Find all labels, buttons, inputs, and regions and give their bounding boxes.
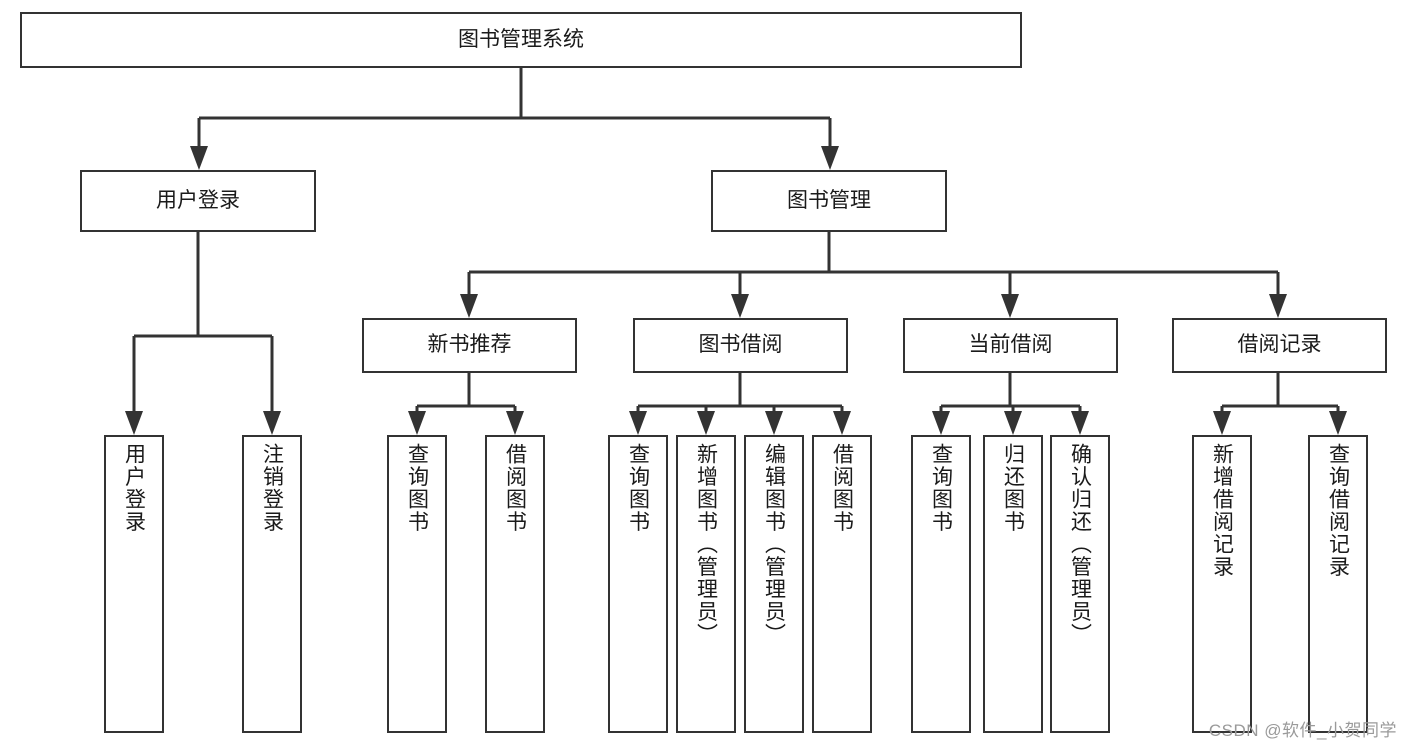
arrow-head-borrow-fan-1 bbox=[697, 411, 715, 435]
node-label: 借阅记录 bbox=[1237, 333, 1322, 357]
arrow-head-record-fan-1 bbox=[1329, 411, 1347, 435]
node-root[interactable]: 图书管理系统 bbox=[20, 12, 1022, 68]
node-label: 查询借阅记录 bbox=[1326, 443, 1350, 578]
arrow-head-record-fan-0 bbox=[1213, 411, 1231, 435]
watermark-text: CSDN @软件_小贺同学 bbox=[1208, 721, 1397, 740]
arrow-head-login-fan-1 bbox=[263, 411, 281, 435]
node-bookmgmt[interactable]: 图书管理 bbox=[711, 170, 947, 232]
node-label: 确认归还（管理员） bbox=[1068, 443, 1092, 646]
node-label: 编辑图书（管理员） bbox=[762, 443, 786, 646]
arrow-head-newbook-fan-1 bbox=[506, 411, 524, 435]
node-label: 当前借阅 bbox=[968, 333, 1053, 357]
node-record[interactable]: 借阅记录 bbox=[1172, 318, 1387, 373]
arrow-head-bookmgmt-fan-0 bbox=[460, 294, 478, 318]
node-label: 图书管理 bbox=[787, 188, 871, 212]
node-label: 注销登录 bbox=[260, 443, 284, 533]
node-leaf-new-1[interactable]: 查询图书 bbox=[387, 435, 447, 733]
node-leaf-rec-2[interactable]: 查询借阅记录 bbox=[1308, 435, 1368, 733]
node-label: 新书推荐 bbox=[427, 333, 512, 357]
node-login[interactable]: 用户登录 bbox=[80, 170, 316, 232]
node-label: 图书借阅 bbox=[698, 333, 783, 357]
node-leaf-cur-3[interactable]: 确认归还（管理员） bbox=[1050, 435, 1110, 733]
node-label: 新增借阅记录 bbox=[1210, 443, 1234, 578]
arrow-head-newbook-fan-0 bbox=[408, 411, 426, 435]
arrow-head-current-fan-0 bbox=[932, 411, 950, 435]
node-leaf-borrow-3[interactable]: 编辑图书（管理员） bbox=[744, 435, 804, 733]
node-leaf-new-2[interactable]: 借阅图书 bbox=[485, 435, 545, 733]
arrow-head-login-fan-0 bbox=[125, 411, 143, 435]
node-leaf-cur-2[interactable]: 归还图书 bbox=[983, 435, 1043, 733]
node-label: 新增图书（管理员） bbox=[694, 443, 718, 646]
node-label: 查询图书 bbox=[626, 443, 650, 533]
node-leaf-cur-1[interactable]: 查询图书 bbox=[911, 435, 971, 733]
arrow-head-current-fan-2 bbox=[1071, 411, 1089, 435]
node-label: 借阅图书 bbox=[503, 443, 527, 533]
node-borrow[interactable]: 图书借阅 bbox=[633, 318, 848, 373]
node-leaf-borrow-4[interactable]: 借阅图书 bbox=[812, 435, 872, 733]
arrow-head-borrow-fan-0 bbox=[629, 411, 647, 435]
arrow-head-bookmgmt-fan-2 bbox=[1001, 294, 1019, 318]
node-newbook[interactable]: 新书推荐 bbox=[362, 318, 577, 373]
arrow-head-root-fan-1 bbox=[821, 146, 839, 170]
node-label: 查询图书 bbox=[929, 443, 953, 533]
node-label: 归还图书 bbox=[1001, 443, 1025, 533]
arrow-head-bookmgmt-fan-1 bbox=[731, 294, 749, 318]
node-leaf-login-2[interactable]: 注销登录 bbox=[242, 435, 302, 733]
node-label: 用户登录 bbox=[122, 443, 146, 533]
node-label: 用户登录 bbox=[156, 188, 240, 212]
node-leaf-login-1[interactable]: 用户登录 bbox=[104, 435, 164, 733]
node-label: 借阅图书 bbox=[830, 443, 854, 533]
arrow-head-bookmgmt-fan-3 bbox=[1269, 294, 1287, 318]
node-leaf-rec-1[interactable]: 新增借阅记录 bbox=[1192, 435, 1252, 733]
arrow-head-borrow-fan-2 bbox=[765, 411, 783, 435]
node-leaf-borrow-2[interactable]: 新增图书（管理员） bbox=[676, 435, 736, 733]
node-leaf-borrow-1[interactable]: 查询图书 bbox=[608, 435, 668, 733]
arrow-head-borrow-fan-3 bbox=[833, 411, 851, 435]
arrow-head-root-fan-0 bbox=[190, 146, 208, 170]
node-label: 图书管理系统 bbox=[458, 27, 584, 51]
node-current[interactable]: 当前借阅 bbox=[903, 318, 1118, 373]
arrow-head-current-fan-1 bbox=[1004, 411, 1022, 435]
node-label: 查询图书 bbox=[405, 443, 429, 533]
